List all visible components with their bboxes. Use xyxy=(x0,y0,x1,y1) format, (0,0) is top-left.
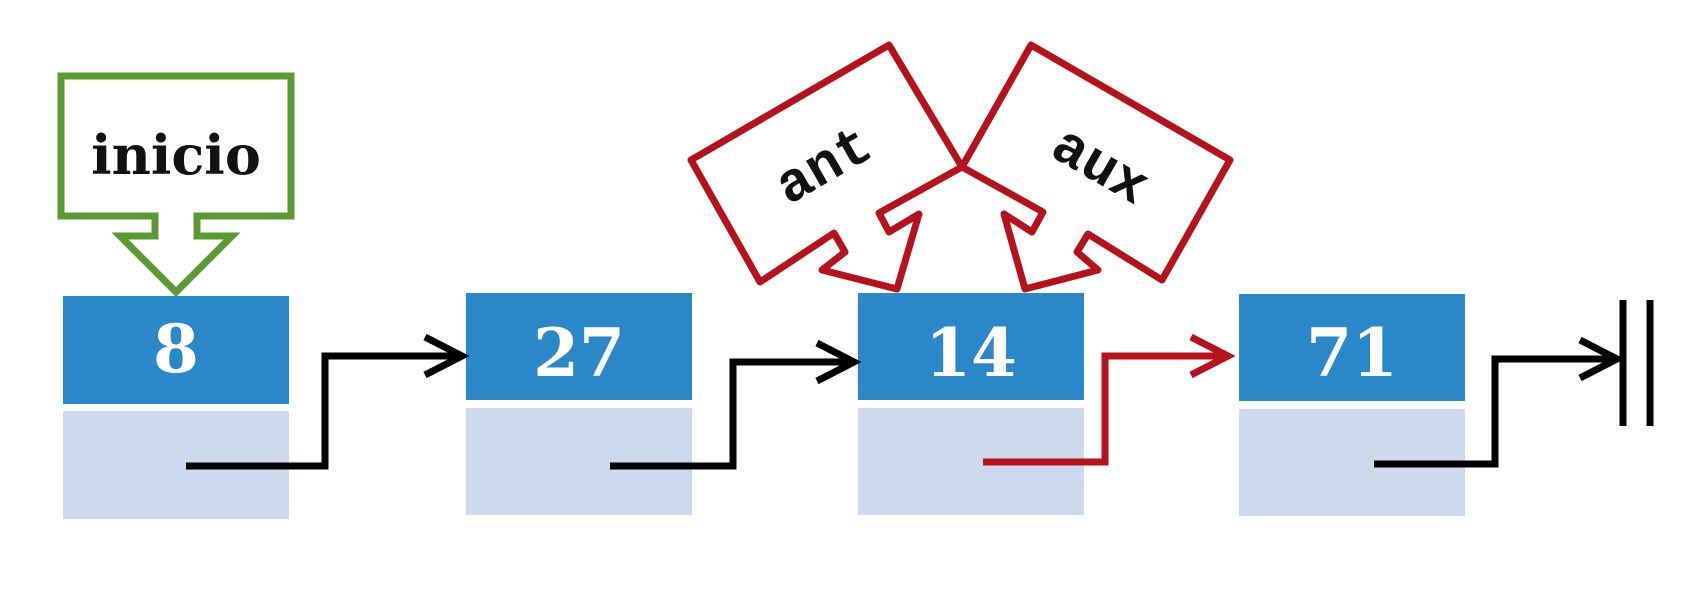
node-3-value-cell xyxy=(858,293,1084,400)
node-4-value: 71 xyxy=(1306,314,1398,392)
link-arrow-2-to-3 xyxy=(610,339,862,470)
start-pointer-shape xyxy=(57,72,295,297)
node-2-value-cell xyxy=(466,293,692,400)
link-1-arrowhead xyxy=(423,333,470,379)
list-node-2: 27 xyxy=(466,293,692,515)
list-node-1: 8 xyxy=(63,296,289,519)
start-pointer-callout: inicio xyxy=(57,72,295,297)
current-pointer-shape xyxy=(958,41,1234,293)
current-pointer-callout: aux xyxy=(958,41,1234,293)
list-node-3: 14 xyxy=(858,293,1084,515)
node-2-next-cell xyxy=(466,408,692,515)
node-2-value: 27 xyxy=(533,314,625,392)
prev-pointer-shape xyxy=(687,41,966,293)
link-arrow-1-to-2 xyxy=(186,333,470,470)
node-1-value: 8 xyxy=(153,310,199,388)
null-terminator-icon xyxy=(1619,300,1654,426)
node-1-value-cell xyxy=(63,296,289,404)
link-arrow-4-to-null xyxy=(1374,336,1625,468)
link-arrow-3-to-4-highlighted xyxy=(983,333,1236,466)
list-node-4: 71 xyxy=(1239,294,1465,516)
start-pointer-label: inicio xyxy=(91,123,261,187)
link-3-arrowhead xyxy=(1189,333,1236,379)
node-4-value-cell xyxy=(1239,294,1465,401)
prev-pointer-callout: ant xyxy=(687,41,966,293)
link-2-arrowhead xyxy=(815,339,862,385)
node-3-value: 14 xyxy=(925,314,1017,392)
link-4-arrowhead xyxy=(1578,336,1625,382)
